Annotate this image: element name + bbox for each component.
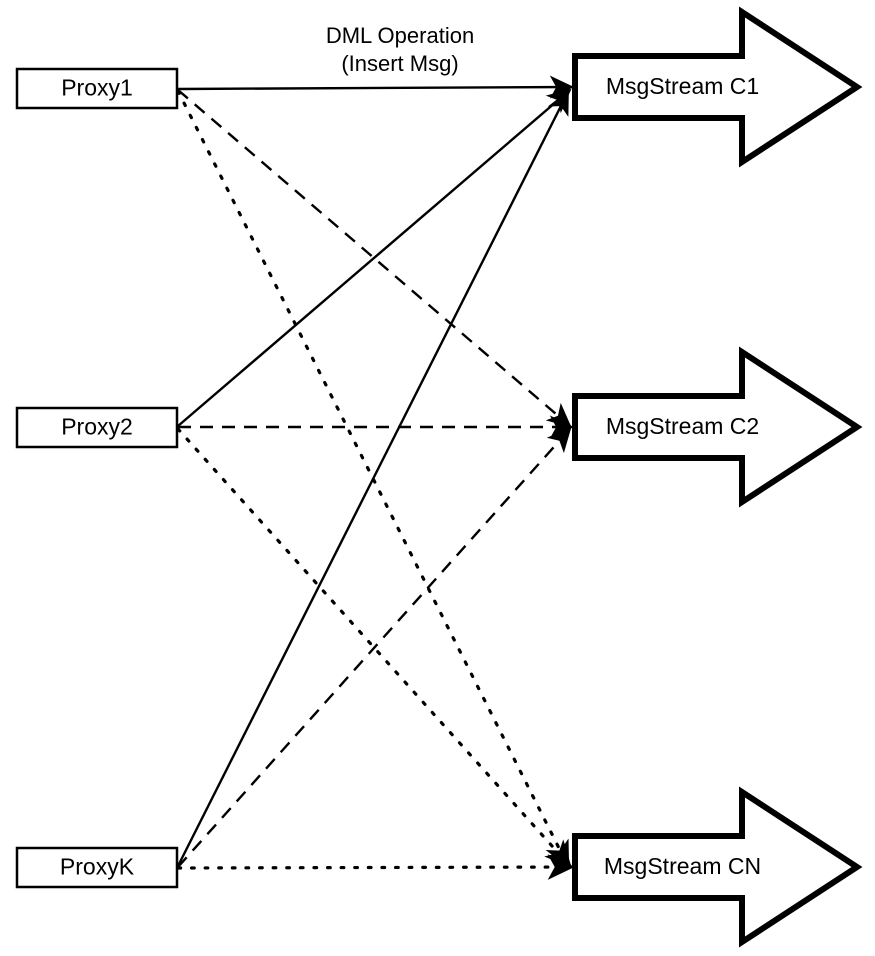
proxy-label-proxyk: ProxyK xyxy=(60,854,135,880)
connection-line-solid xyxy=(177,88,572,427)
connection-proxy1-c2 xyxy=(177,89,572,428)
streams-layer: MsgStream C1 MsgStream C2 MsgStream CN xyxy=(572,6,863,948)
connections-layer xyxy=(176,75,575,880)
proxy-node-proxy2[interactable]: Proxy2 xyxy=(15,406,179,449)
msgstream-label-c2: MsgStream C2 xyxy=(606,413,759,439)
connection-proxy1-c1 xyxy=(177,75,574,99)
msgstream-arrow-shape-cn xyxy=(572,786,863,948)
connection-proxy2-cn xyxy=(176,427,572,868)
msgstream-node-cn[interactable]: MsgStream CN xyxy=(572,786,863,948)
edge-label-line-2: (Insert Msg) xyxy=(341,51,458,76)
connection-line-dashed xyxy=(177,89,572,428)
msgstream-label-c1: MsgStream C1 xyxy=(606,73,759,99)
connection-line-dotted xyxy=(176,427,572,868)
proxy-node-proxyk[interactable]: ProxyK xyxy=(15,846,179,889)
connection-line-solid xyxy=(177,75,574,99)
connection-proxyk-cn xyxy=(176,854,575,880)
connection-line-dotted xyxy=(176,854,575,880)
proxy-box-proxy1 xyxy=(15,67,179,110)
edge-label: DML Operation (Insert Msg) xyxy=(326,23,474,76)
proxy-label-proxy1: Proxy1 xyxy=(61,75,133,101)
msgstream-node-c2[interactable]: MsgStream C2 xyxy=(572,346,863,508)
connection-line-solid xyxy=(176,90,570,867)
connection-proxyk-c1 xyxy=(176,90,570,867)
connection-line-dashed xyxy=(177,427,572,868)
msgstream-arrow-shape-c1 xyxy=(572,6,863,168)
proxy-node-proxy1[interactable]: Proxy1 xyxy=(15,67,179,110)
proxy-box-proxy2 xyxy=(15,406,179,449)
proxy-label-proxy2: Proxy2 xyxy=(61,414,133,440)
msgstream-label-cn: MsgStream CN xyxy=(604,853,761,879)
msgstream-arrow-shape-c2 xyxy=(572,346,863,508)
proxy-box-proxyk xyxy=(15,846,179,889)
connection-proxy2-c1 xyxy=(177,88,572,427)
edge-label-line-1: DML Operation xyxy=(326,23,474,48)
connection-proxyk-c2 xyxy=(177,427,572,868)
msgstream-node-c1[interactable]: MsgStream C1 xyxy=(572,6,863,168)
